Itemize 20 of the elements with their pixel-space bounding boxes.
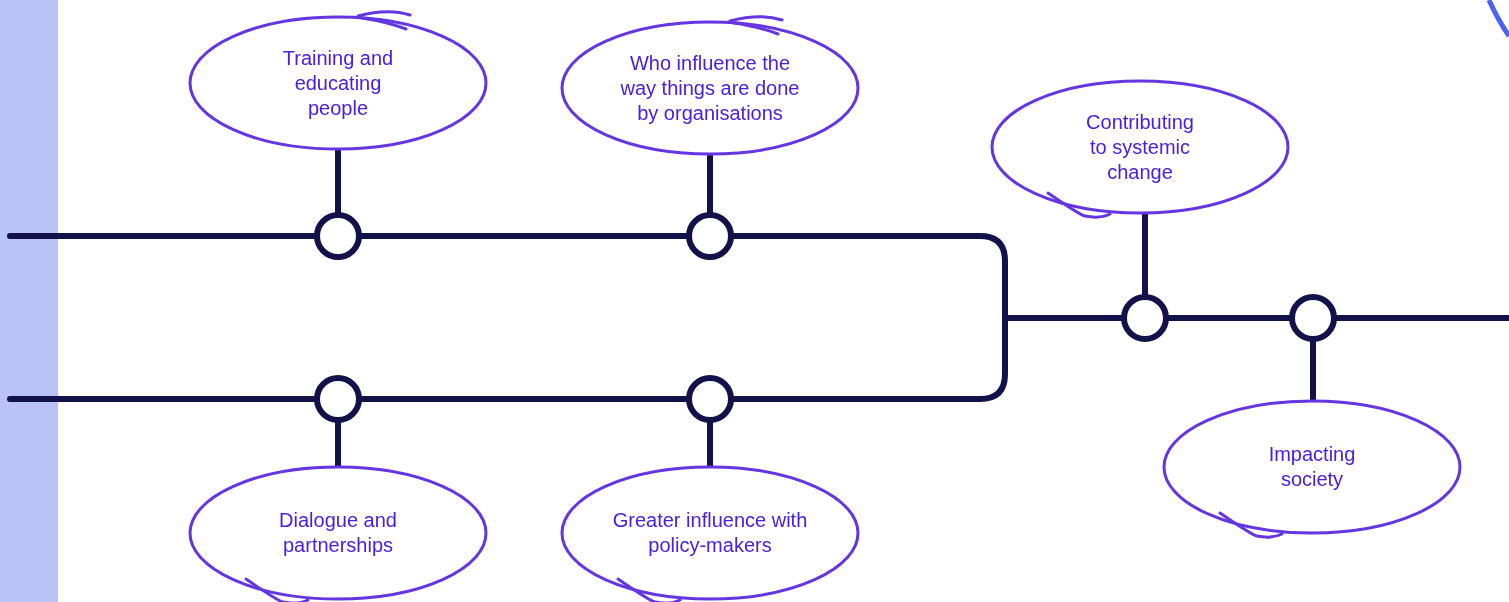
junction-circle (685, 374, 735, 424)
bubble-text: Impacting society (1267, 442, 1357, 492)
bubble-text: Who influence the way things are done by organisations (619, 50, 801, 126)
connector-line (1334, 315, 1509, 321)
junction-circle (1120, 293, 1170, 343)
bubble-text: Dialogue and partnerships (278, 508, 398, 558)
bubble-text: Contributing to systemic change (1085, 109, 1195, 185)
connector-line (7, 233, 317, 239)
junction-circle (1288, 293, 1338, 343)
junction-circle (313, 211, 363, 261)
junction-circle (685, 211, 735, 261)
connector-line (359, 396, 689, 402)
bubble-text: Training and educating people (281, 45, 395, 121)
side-band (0, 0, 58, 602)
connector-line (731, 315, 1124, 402)
connector-line (1166, 315, 1292, 321)
connector-line (7, 396, 317, 402)
bubble-text: Greater influence with policy-makers (611, 508, 809, 558)
junction-circle (313, 374, 363, 424)
connector-line (359, 233, 689, 239)
